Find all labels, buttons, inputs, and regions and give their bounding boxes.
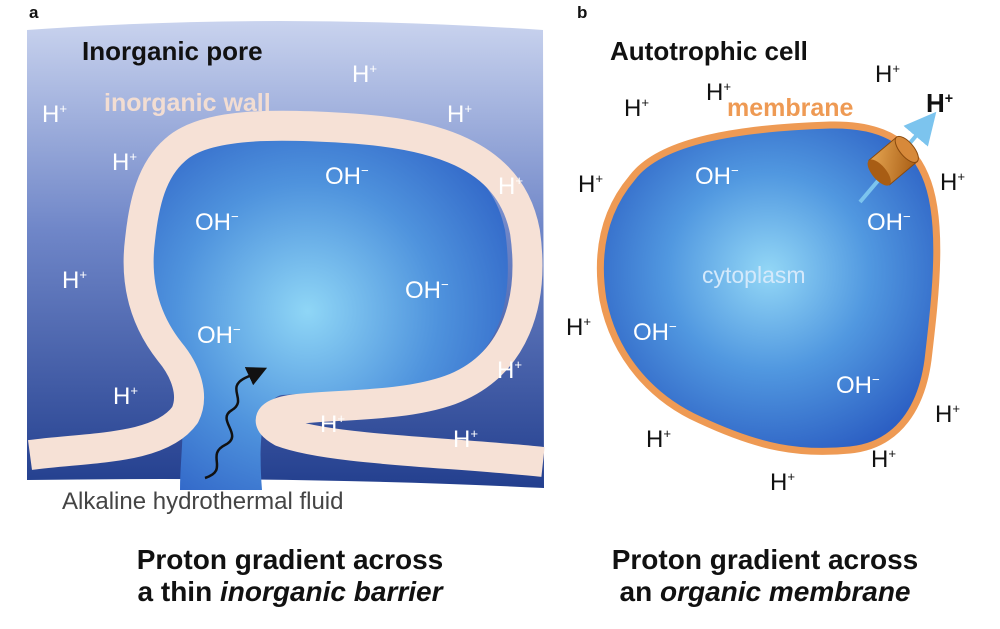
panel-b-caption-line2: an organic membrane: [555, 576, 975, 608]
membrane-pump: [867, 135, 919, 186]
panel-a-caption-plain: a thin: [137, 576, 220, 607]
inorganic-wall-label: inorganic wall: [104, 89, 271, 117]
hydroxide-label: OH−: [633, 319, 677, 346]
proton-label: H+: [624, 95, 649, 122]
proton-label: H+: [566, 314, 591, 341]
proton-label: H+: [770, 469, 795, 496]
fluid-flow-arrow: [204, 367, 268, 480]
proton-label: H+: [646, 426, 671, 453]
proton-label: H+: [875, 61, 900, 88]
panel-a-caption-italic: inorganic barrier: [219, 576, 443, 607]
cell-body: [596, 121, 941, 455]
panel-b-caption-line1: Proton gradient across: [611, 544, 919, 575]
pumped-proton-label: H+: [926, 88, 953, 118]
panel-b-caption-italic: organic membrane: [659, 576, 911, 607]
panel-a-caption: Proton gradient across a thin inorganic …: [30, 544, 550, 608]
panel-a-caption-line2: a thin inorganic barrier: [30, 576, 550, 608]
proton-label: H+: [112, 149, 137, 176]
cytoplasm-label: cytoplasm: [702, 262, 806, 288]
inorganic-wall: [28, 110, 545, 477]
panel-a-letter: a: [29, 3, 39, 22]
panel-b-caption-plain: an: [619, 576, 660, 607]
proton-label: H+: [935, 401, 960, 428]
pore-interior: [143, 132, 508, 490]
panel-a-title: Inorganic pore: [82, 36, 263, 66]
panel-b-title: Autotrophic cell: [610, 36, 808, 66]
hydroxide-label: OH−: [836, 372, 880, 399]
panel-b-caption: Proton gradient across an organic membra…: [555, 544, 975, 608]
proton-label: H+: [940, 169, 965, 196]
alkaline-fluid-label: Alkaline hydrothermal fluid: [62, 488, 344, 515]
membrane-label: membrane: [727, 94, 854, 122]
panel-a-caption-line1: Proton gradient across: [136, 544, 444, 575]
proton-label: H+: [578, 171, 603, 198]
proton-label: H+: [871, 446, 896, 473]
panel-b-letter: b: [577, 3, 588, 22]
